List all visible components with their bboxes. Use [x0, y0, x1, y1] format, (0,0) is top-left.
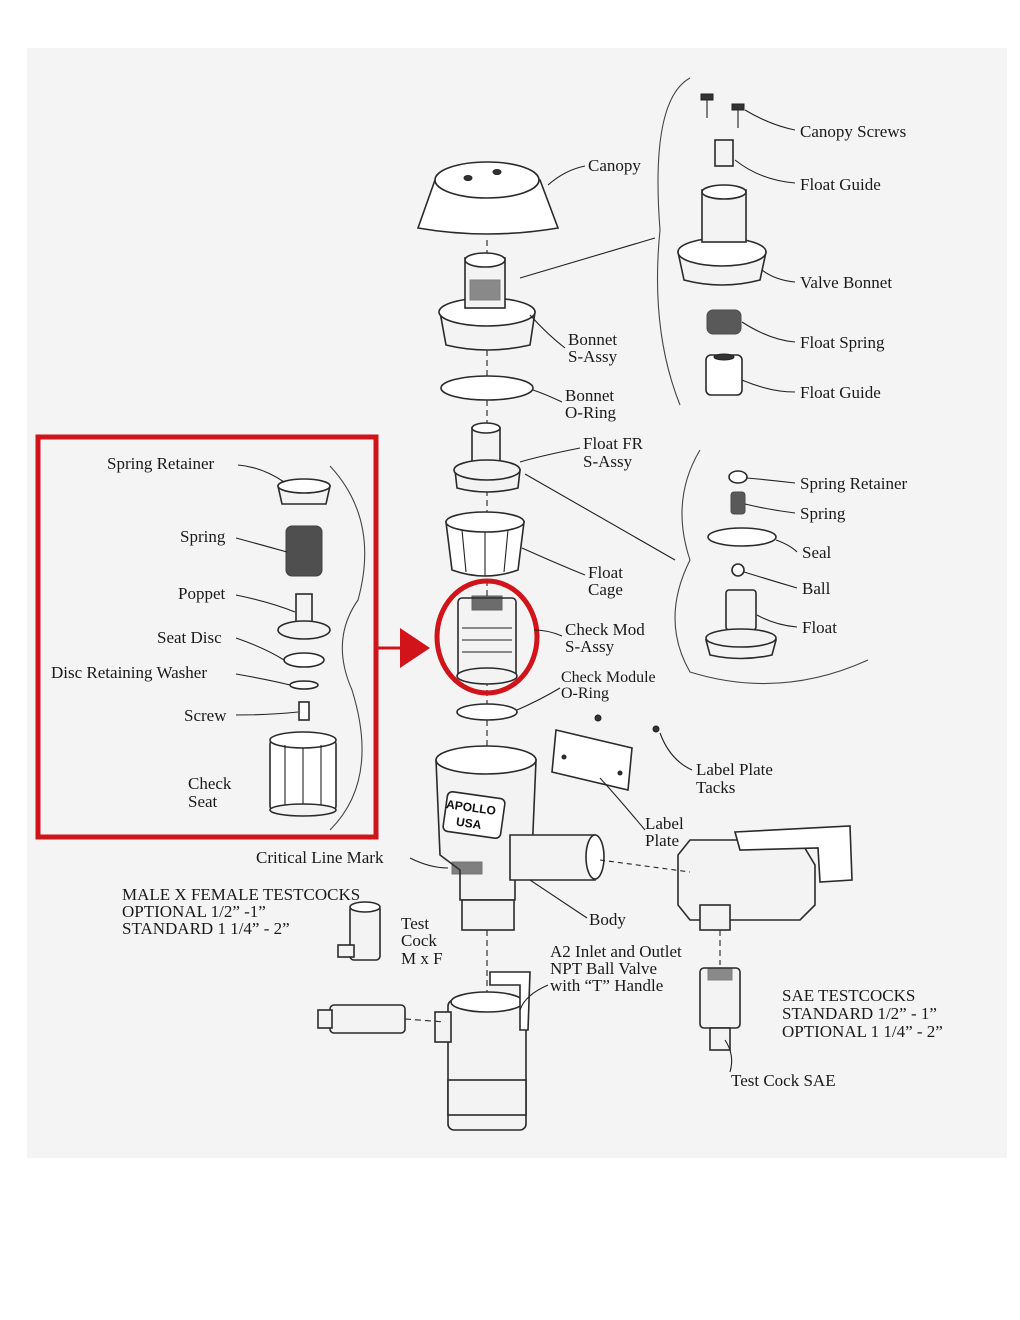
label-plate-tack-1	[594, 714, 602, 722]
brand-line2: USA	[455, 815, 482, 832]
label-label-plate-tacks-1: Label Plate	[696, 760, 773, 779]
inset-seat-disc-part	[283, 652, 325, 668]
label-bonnet-s-assy-2: S-Assy	[568, 347, 618, 366]
inset-screw-part	[298, 701, 310, 721]
label-test-cock-sae: Test Cock SAE	[731, 1071, 836, 1090]
label-float-cage-2: Cage	[588, 580, 623, 599]
label-plate-part	[551, 729, 633, 791]
label-a2-ball-valve-1: A2 Inlet and Outlet	[550, 942, 682, 961]
label-bonnet-s-assy-1: Bonnet	[568, 330, 617, 349]
float-part	[704, 589, 778, 660]
label-label-plate-2: Plate	[645, 831, 679, 850]
label-spring-right: Spring	[800, 504, 846, 523]
bonnet-s-assy-part	[438, 252, 536, 351]
label-label-plate-tacks-2: Tacks	[696, 778, 735, 797]
label-check-mod-s-assy-1: Check Mod	[565, 620, 645, 639]
inset-label-poppet: Poppet	[178, 584, 226, 603]
valve-bonnet-part	[677, 184, 767, 286]
label-seal: Seal	[802, 543, 832, 562]
label-float: Float	[802, 618, 837, 637]
label-spring-retainer-right: Spring Retainer	[800, 474, 908, 493]
label-canopy-screws: Canopy Screws	[800, 122, 906, 141]
spring-retainer-right-part	[728, 470, 748, 484]
label-check-module-o-ring-1: Check Module	[561, 669, 656, 686]
inset-label-check-seat-2: Seat	[188, 792, 218, 811]
test-cock-m-x-f-part	[337, 901, 381, 961]
bonnet-breakout-brace	[657, 77, 691, 406]
float-guide-bottom-part	[705, 353, 743, 396]
label-sae-testcocks-3: OPTIONAL 1 1/4” - 2”	[782, 1022, 943, 1041]
float-spring-part	[706, 309, 742, 335]
right-ball-valve-part	[677, 825, 853, 931]
inset-label-check-seat-1: Check	[188, 774, 232, 793]
inset-label-spring: Spring	[180, 527, 226, 546]
label-test-cock-m-x-f-1: Test	[401, 914, 429, 933]
label-test-cock-m-x-f-2: Cock	[401, 931, 437, 950]
label-float-guide-bottom: Float Guide	[800, 383, 881, 402]
inset-check-seat-part	[269, 731, 337, 817]
test-cock-m-x-f-lower-part	[317, 1004, 446, 1034]
label-ball: Ball	[802, 579, 831, 598]
canopy-screw-1	[700, 93, 714, 118]
label-male-x-female-testcocks-3: STANDARD 1 1/4” - 2”	[122, 919, 290, 938]
check-mod-highlight-circle	[434, 578, 540, 696]
label-a2-ball-valve-2: NPT Ball Valve	[550, 959, 657, 978]
label-float-fr-s-assy-1: Float FR	[583, 434, 644, 453]
label-bonnet-o-ring-2: O-Ring	[565, 403, 617, 422]
label-float-spring: Float Spring	[800, 333, 885, 352]
bonnet-breakout-connector	[519, 237, 656, 279]
inset-label-seat-disc: Seat Disc	[157, 628, 222, 647]
label-float-guide-top: Float Guide	[800, 175, 881, 194]
label-float-fr-s-assy-2: S-Assy	[583, 452, 633, 471]
spring-right-part	[730, 491, 746, 515]
canopy-screw-2	[731, 103, 745, 128]
ball-part	[731, 563, 745, 577]
check-module-o-ring-part	[456, 703, 518, 721]
bottom-ball-valve-part	[434, 971, 531, 1131]
float-fr-s-assy-part	[453, 422, 521, 493]
seal-part	[707, 527, 777, 547]
inset-spring-part	[285, 525, 323, 577]
label-sae-testcocks-2: STANDARD 1/2” - 1”	[782, 1004, 937, 1023]
leader-lines	[235, 109, 798, 1073]
label-float-cage-1: Float	[588, 563, 623, 582]
label-test-cock-m-x-f-3: M x F	[401, 949, 443, 968]
float-breakout-brace	[674, 449, 869, 685]
inset-poppet-part	[277, 593, 331, 640]
label-sae-testcocks-1: SAE TESTCOCKS	[782, 986, 915, 1005]
label-bonnet-o-ring-1: Bonnet	[565, 386, 614, 405]
label-label-plate-1: Label	[645, 814, 684, 833]
float-guide-top-part	[714, 139, 734, 167]
label-a2-ball-valve-3: with “T” Handle	[550, 976, 663, 995]
label-plate-tack-2	[652, 725, 660, 733]
inset-label-screw: Screw	[184, 706, 227, 725]
float-breakout-connector	[524, 473, 676, 561]
check-mod-s-assy-part	[456, 595, 518, 685]
label-canopy: Canopy	[588, 156, 641, 175]
label-check-mod-s-assy-2: S-Assy	[565, 637, 615, 656]
label-check-module-o-ring-2: O-Ring	[561, 685, 609, 702]
inset-label-spring-retainer: Spring Retainer	[107, 454, 215, 473]
canopy-part	[416, 161, 560, 235]
label-critical-line-mark: Critical Line Mark	[256, 848, 384, 867]
inset-label-disc-retaining-washer: Disc Retaining Washer	[51, 663, 207, 682]
inset-disc-retaining-washer-part	[289, 680, 319, 690]
inset-spring-retainer-part	[277, 478, 331, 505]
inset-brace	[329, 465, 366, 831]
brand-line1: APOLLO	[445, 797, 496, 818]
label-body: Body	[589, 910, 626, 929]
bonnet-o-ring-part	[440, 375, 534, 401]
body-part: APOLLO USA	[435, 745, 605, 931]
label-valve-bonnet: Valve Bonnet	[800, 273, 892, 292]
inset-arrow	[376, 628, 430, 668]
test-cock-sae-part	[699, 967, 741, 1051]
float-cage-part	[445, 511, 525, 577]
label-male-x-female-testcocks-2: OPTIONAL 1/2” -1”	[122, 902, 266, 921]
label-male-x-female-testcocks-1: MALE X FEMALE TESTCOCKS	[122, 885, 360, 904]
